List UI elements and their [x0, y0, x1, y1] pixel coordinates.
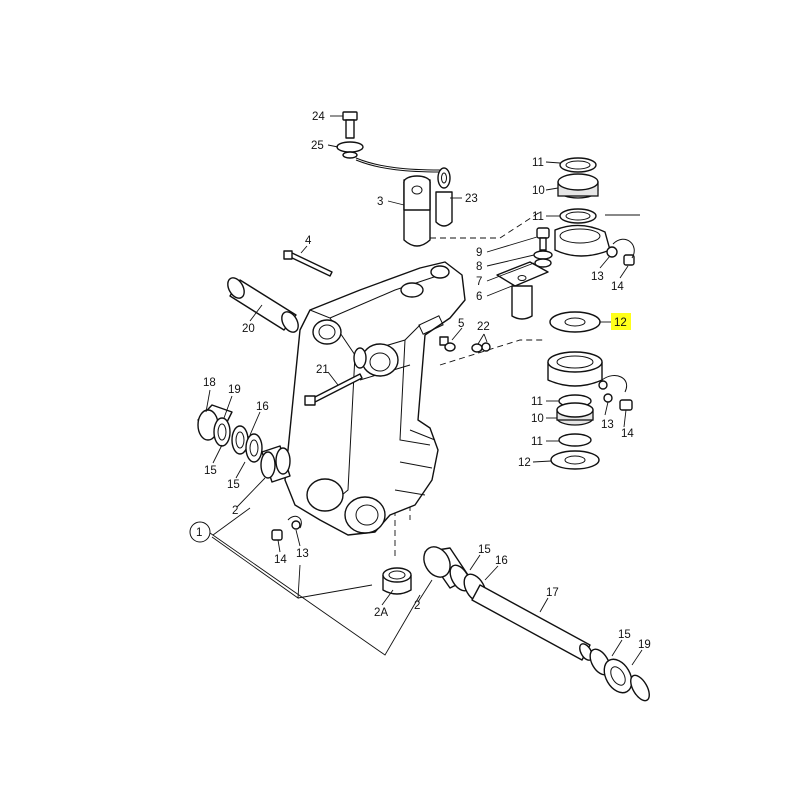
- callout-18: 18: [203, 377, 216, 389]
- callout-1: 1: [196, 527, 202, 539]
- washer-7: [534, 258, 552, 268]
- callout-11-top-b: 11: [532, 211, 544, 223]
- callout-13-top: 13: [591, 271, 604, 283]
- callout-2-left: 2: [232, 505, 238, 517]
- callout-19-left: 19: [228, 384, 241, 396]
- callout-2A: 2A: [374, 607, 388, 619]
- callout-9: 9: [476, 247, 482, 259]
- callout-15-right: 15: [618, 629, 631, 641]
- upper-housing: [554, 214, 640, 257]
- washer-8: [533, 250, 553, 260]
- callout-4: 4: [305, 235, 312, 247]
- lower-housing: [547, 351, 628, 393]
- bushing-2A: [382, 567, 412, 595]
- bolt-21: [304, 373, 363, 406]
- callout-14-top: 14: [611, 281, 624, 293]
- callout-20: 20: [242, 323, 255, 335]
- callout-13-mid: 13: [601, 419, 614, 431]
- callout-15-left-a: 15: [204, 465, 217, 477]
- lanyard-cable: [355, 157, 441, 171]
- bolt-9: [536, 227, 550, 251]
- callout-8: 8: [476, 261, 482, 273]
- callout-6: 6: [476, 291, 482, 303]
- pivot-pin-17: [423, 546, 650, 702]
- grease-nipple-mid: [603, 393, 633, 411]
- callout-16-left: 16: [256, 401, 269, 413]
- main-frame: [284, 261, 466, 536]
- callout-21: 21: [316, 364, 329, 376]
- bolt-22: [471, 342, 491, 353]
- pin-23: [435, 167, 453, 227]
- callout-19-right: 19: [638, 639, 651, 651]
- callout-24: 24: [312, 111, 325, 123]
- bolt-5: [439, 336, 456, 352]
- callout-22: 22: [477, 321, 490, 333]
- callout-14-low: 14: [274, 554, 287, 566]
- callout-12-mid: 12: [518, 457, 531, 469]
- callout-12-highlight: [611, 313, 631, 330]
- callout-2-bottom: 2: [414, 600, 420, 612]
- bracket-6: [496, 261, 549, 320]
- callout-17: 17: [546, 587, 559, 599]
- callout-23: 23: [465, 193, 478, 205]
- bolt-24: [342, 111, 358, 139]
- callout-11-top-a: 11: [532, 157, 544, 169]
- callout-7: 7: [476, 276, 482, 288]
- upper-ring-stack: [557, 157, 599, 224]
- callout-11-mid-a: 11: [531, 396, 543, 408]
- leader-lines: [205, 115, 643, 666]
- callout-5: 5: [458, 318, 464, 330]
- callout-16-pin: 16: [495, 555, 508, 567]
- pin-20: [227, 277, 299, 333]
- pin-3: [403, 175, 431, 247]
- callout-10-mid: 10: [531, 413, 544, 425]
- lower-ring-stack: [550, 394, 600, 470]
- callout-25: 25: [311, 140, 324, 152]
- callout-1-circle: [189, 521, 211, 543]
- left-pivot-assembly: [197, 404, 291, 483]
- callout-13-low: 13: [296, 548, 309, 560]
- callout-14-mid: 14: [621, 428, 634, 440]
- grease-nipple-low: [271, 515, 302, 541]
- grease-nipple-upper: [606, 238, 635, 266]
- callout-15-pin: 15: [478, 544, 491, 556]
- callout-15-left-b: 15: [227, 479, 240, 491]
- callout-10-top: 10: [532, 185, 545, 197]
- callout-12-highlighted: 12: [614, 317, 627, 329]
- thrust-washer-12: [549, 311, 601, 333]
- bolt-4: [283, 250, 333, 277]
- washer-25: [336, 141, 364, 159]
- group-bracket-1: [209, 507, 421, 656]
- callout-labels: 24 25 23 3 4 20 9 8 7 6 5 22 21 11 10 11…: [196, 111, 651, 651]
- callout-11-mid-b: 11: [531, 436, 543, 448]
- callout-3: 3: [377, 196, 383, 208]
